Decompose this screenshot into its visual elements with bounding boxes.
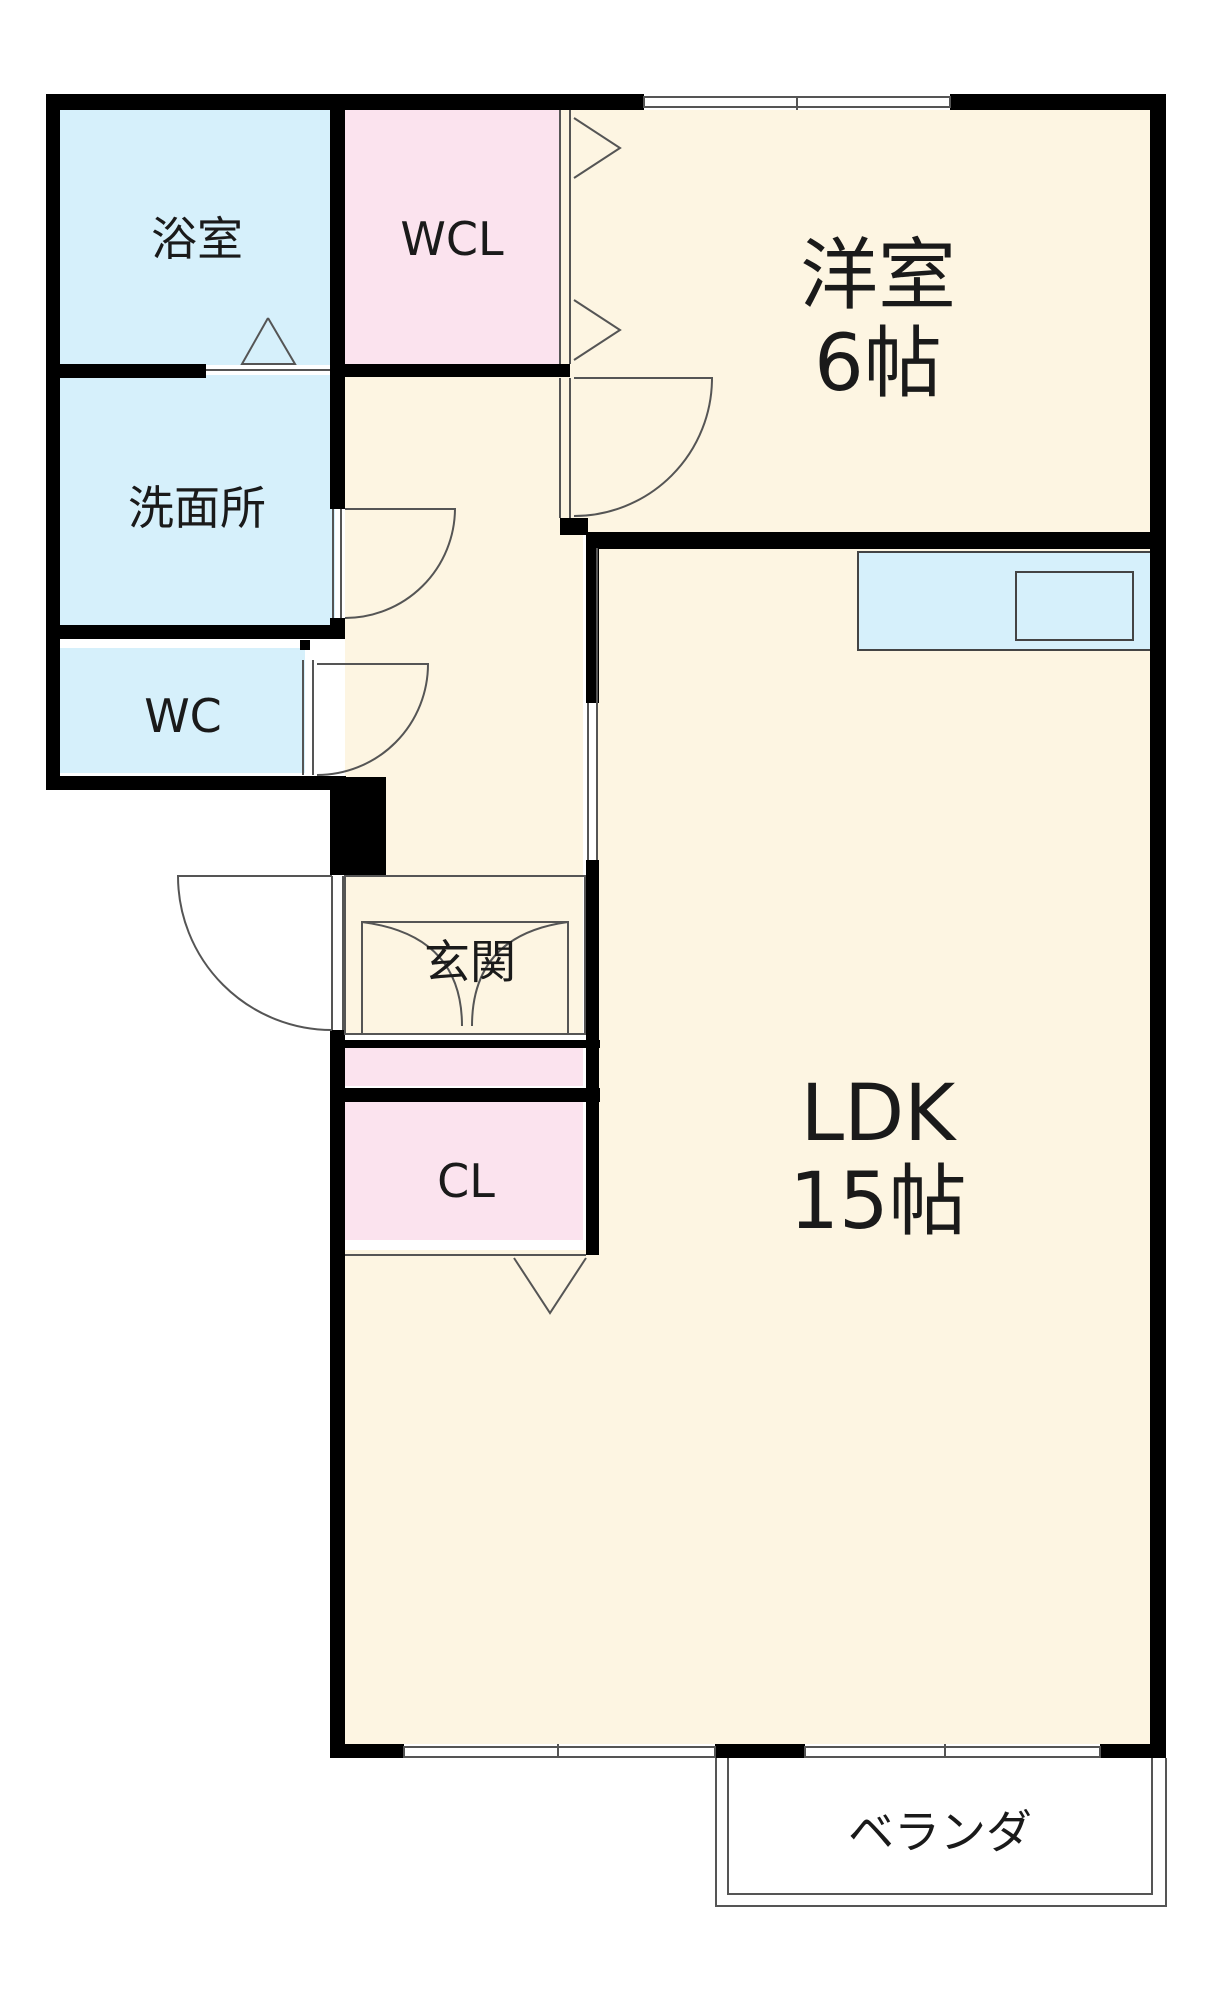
ldk-name: LDK bbox=[801, 1069, 958, 1159]
veranda-inner bbox=[727, 1758, 1153, 1895]
openings bbox=[176, 96, 1167, 1907]
pillar-entrance bbox=[330, 777, 386, 875]
washroom-label: 洗面所 bbox=[128, 481, 266, 535]
wcl-door-triangle-2 bbox=[573, 299, 622, 361]
western-room-name: 洋室 bbox=[800, 231, 956, 321]
wall-wc-right bbox=[300, 640, 310, 650]
lower-left-ldk-fill bbox=[345, 1250, 605, 1744]
wall-entrance-bottom bbox=[330, 1040, 600, 1048]
veranda-label: ベランダ bbox=[848, 1805, 1032, 1859]
wall-western-ldk-right bbox=[588, 532, 1166, 549]
wall-shelf-bottom bbox=[330, 1088, 600, 1102]
wall-left-lower bbox=[330, 1030, 345, 1758]
room-labels: 浴室 WCL 洋室 6帖 洗面所 WC 玄関 CL LDK 15帖 ベランダ bbox=[128, 212, 1032, 1859]
wall-bottom-wc bbox=[46, 776, 346, 790]
entrance-fill bbox=[345, 876, 583, 1034]
wc-label: WC bbox=[144, 689, 222, 743]
window-ldk-bottom-right bbox=[804, 1746, 1101, 1758]
shoe-shelf-fill bbox=[345, 1046, 583, 1086]
bath-fill bbox=[55, 110, 330, 365]
western-room-size: 6帖 bbox=[814, 319, 942, 409]
wcl-fill bbox=[345, 110, 560, 365]
veranda-outline bbox=[715, 1758, 1167, 1907]
wc-fill bbox=[55, 648, 305, 773]
wcl-door-triangle-1 bbox=[573, 117, 622, 179]
washroom-fill bbox=[55, 375, 335, 625]
wall-bath-washroom bbox=[46, 364, 206, 378]
shoe-door-arc-left bbox=[361, 921, 463, 1027]
wall-washroom-wc bbox=[46, 625, 345, 639]
wc-door-arc bbox=[316, 663, 430, 776]
front-door-arc bbox=[176, 875, 333, 1031]
cl-fill bbox=[345, 1102, 583, 1240]
wall-hall-ldk-lower bbox=[586, 860, 599, 1255]
washroom-door-arc bbox=[344, 508, 457, 619]
wall-bottom-right bbox=[1100, 1744, 1166, 1758]
shoe-door-arc-right bbox=[471, 921, 569, 1027]
window-ldk-bottom-left bbox=[403, 1746, 716, 1758]
entrance-inner bbox=[361, 921, 569, 1035]
wcl-label: WCL bbox=[400, 212, 504, 266]
room-fills bbox=[55, 110, 1156, 1744]
wall-left bbox=[46, 94, 60, 788]
wall-wcl-bottom bbox=[330, 364, 570, 377]
ldk-size: 15帖 bbox=[789, 1157, 966, 1247]
cl-door-triangle bbox=[513, 1257, 587, 1315]
walls bbox=[46, 94, 1166, 1758]
entrance-label: 玄関 bbox=[424, 935, 516, 989]
wall-bottom-left bbox=[330, 1744, 404, 1758]
western-room-fill bbox=[560, 110, 1155, 532]
wall-right bbox=[1150, 94, 1166, 1758]
bath-door-triangle bbox=[240, 317, 297, 365]
bath-label: 浴室 bbox=[151, 212, 243, 266]
kitchen-sink bbox=[1015, 571, 1134, 641]
wall-top-right bbox=[950, 94, 1166, 110]
wall-bottom-mid bbox=[715, 1744, 805, 1758]
western-door-arc bbox=[573, 377, 714, 517]
cl-label: CL bbox=[437, 1154, 495, 1208]
wall-bath-wcl bbox=[330, 94, 345, 374]
wall-western-ldk bbox=[560, 518, 588, 535]
wall-hall-ldk-upper bbox=[586, 535, 599, 703]
wall-washroom-right bbox=[330, 374, 345, 509]
ldk-fill bbox=[597, 546, 1155, 1744]
